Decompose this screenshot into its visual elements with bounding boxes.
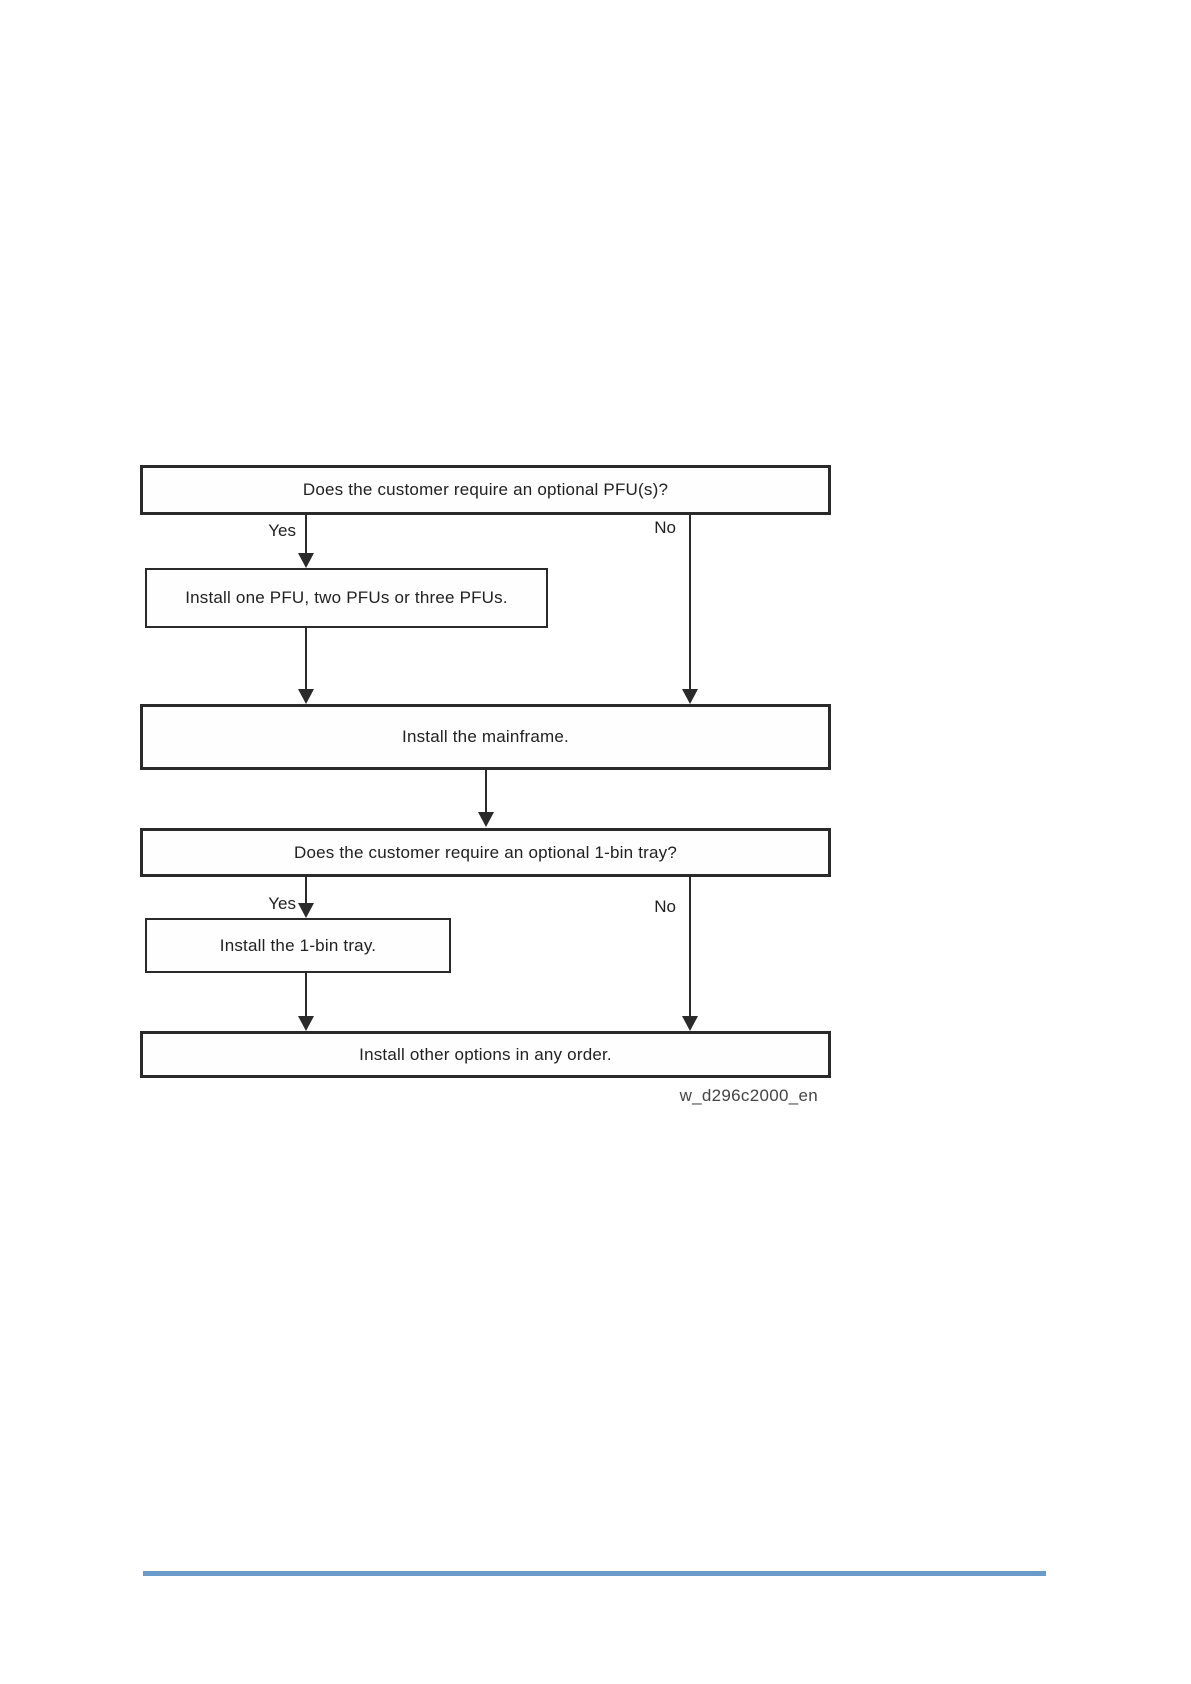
arrowhead-mainframe-to-question2 — [478, 812, 494, 827]
arrowhead-yes-2 — [298, 903, 314, 918]
figure-caption: w_d296c2000_en — [679, 1086, 818, 1105]
install-pfu-text: Install one PFU, two PFUs or three PFUs. — [185, 588, 508, 607]
arrowhead-bintray-to-other — [298, 1016, 314, 1031]
install-bintray-text: Install the 1-bin tray. — [219, 935, 377, 955]
arrowhead-no-1 — [682, 689, 698, 704]
flowchart-box-question-bintray: Does the customer require an optional 1-… — [140, 828, 831, 877]
arrowhead-yes-1 — [298, 553, 314, 568]
connector-bintray-to-other — [305, 973, 307, 1018]
flowchart-box-question-pfu: Does the customer require an optional PF… — [140, 465, 831, 515]
flowchart-box-install-pfu: Install one PFU, two PFUs or three PFUs. — [145, 568, 548, 628]
flowchart-box-install-mainframe: Install the mainframe. — [140, 704, 831, 770]
flowchart-box-install-bintray: Install the 1-bin tray. — [145, 918, 451, 973]
connector-pfu-to-mainframe — [305, 628, 307, 691]
branch-label-no-1: No — [654, 518, 676, 537]
arrowhead-pfu-to-mainframe — [298, 689, 314, 704]
connector-yes-2 — [305, 877, 307, 906]
connector-mainframe-to-question2 — [485, 770, 487, 814]
connector-no-2 — [689, 877, 691, 1018]
install-other-options-text: Install other options in any order. — [359, 1044, 612, 1064]
branch-label-yes-1: Yes — [268, 521, 296, 540]
branch-label-yes-2: Yes — [268, 894, 296, 913]
flowchart-box-install-other-options: Install other options in any order. — [140, 1031, 831, 1078]
question-pfu-text: Does the customer require an optional PF… — [302, 480, 669, 499]
footer-divider-rule — [143, 1571, 1046, 1576]
arrowhead-no-2 — [682, 1016, 698, 1031]
question-bintray-text: Does the customer require an optional 1-… — [293, 842, 678, 862]
connector-yes-1 — [305, 515, 307, 556]
connector-no-1 — [689, 515, 691, 691]
install-mainframe-text: Install the mainframe. — [402, 727, 569, 746]
branch-label-no-2: No — [654, 897, 676, 916]
